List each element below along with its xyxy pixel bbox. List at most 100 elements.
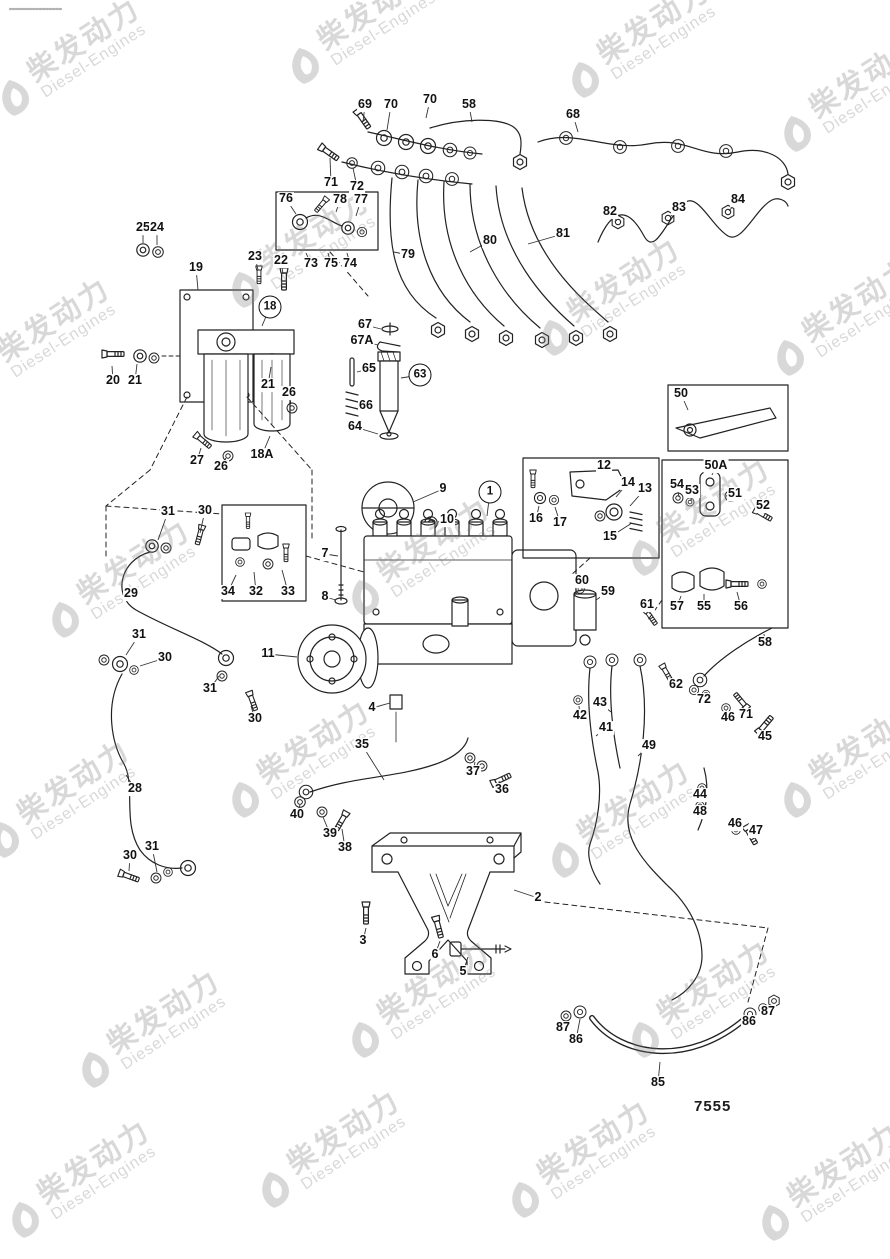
callout-75: 75: [323, 256, 339, 271]
callout-9: 9: [438, 481, 448, 496]
callout-41: 41: [598, 720, 614, 735]
callout-30: 30: [157, 650, 173, 665]
callout-83: 83: [671, 200, 687, 215]
callout-46: 46: [727, 816, 743, 831]
callout-30: 30: [197, 503, 213, 518]
callout-67: 67: [357, 317, 373, 332]
callout-40: 40: [289, 807, 305, 822]
callout-50A: 50A: [703, 458, 729, 473]
callout-25: 25: [135, 220, 151, 235]
callout-8: 8: [320, 589, 330, 604]
callout-47: 47: [748, 823, 764, 838]
callout-86: 86: [741, 1014, 757, 1029]
callout-26: 26: [281, 385, 297, 400]
callout-39: 39: [322, 826, 338, 841]
callout-79: 79: [400, 247, 416, 262]
callout-7: 7: [320, 546, 330, 561]
callout-72: 72: [349, 179, 365, 194]
callout-11: 11: [260, 646, 276, 661]
callout-63: 63: [408, 363, 432, 387]
callout-1: 1: [478, 480, 502, 504]
callout-50: 50: [673, 386, 689, 401]
callout-80: 80: [482, 233, 498, 248]
callout-21: 21: [127, 373, 143, 388]
callout-56: 56: [733, 599, 749, 614]
callout-13: 13: [637, 481, 653, 496]
callout-74: 74: [342, 256, 358, 271]
callout-85: 85: [650, 1075, 666, 1090]
callout-60: 60: [574, 573, 590, 588]
callout-58: 58: [757, 635, 773, 650]
callout-57: 57: [669, 599, 685, 614]
callout-42: 42: [572, 708, 588, 723]
callout-58: 58: [461, 97, 477, 112]
callout-12: 12: [596, 458, 612, 473]
callout-46: 46: [720, 710, 736, 725]
callout-31: 31: [131, 627, 147, 642]
callout-62: 62: [668, 677, 684, 692]
callout-45: 45: [757, 729, 773, 744]
callout-31: 31: [202, 681, 218, 696]
callout-71: 71: [738, 707, 754, 722]
callout-61: 61: [639, 597, 655, 612]
callout-36: 36: [494, 782, 510, 797]
callout-87: 87: [760, 1004, 776, 1019]
callout-78: 78: [332, 192, 348, 207]
callout-55: 55: [696, 599, 712, 614]
callout-35: 35: [354, 737, 370, 752]
callout-82: 82: [602, 204, 618, 219]
callout-86: 86: [568, 1032, 584, 1047]
callout-52: 52: [755, 498, 771, 513]
callout-77: 77: [353, 192, 369, 207]
callout-72: 72: [696, 692, 712, 707]
callout-19: 19: [188, 260, 204, 275]
callout-6: 6: [430, 947, 440, 962]
callout-27: 27: [189, 453, 205, 468]
callout-18: 18: [258, 295, 282, 319]
callout-18A: 18A: [249, 447, 275, 462]
callout-16: 16: [528, 511, 544, 526]
callout-33: 33: [280, 584, 296, 599]
callout-44: 44: [692, 787, 708, 802]
callout-69: 69: [357, 97, 373, 112]
callout-5: 5: [458, 964, 468, 979]
callout-3: 3: [358, 933, 368, 948]
callout-53: 53: [684, 483, 700, 498]
callout-29: 29: [123, 586, 139, 601]
callout-59: 59: [600, 584, 616, 599]
callout-23: 23: [247, 249, 263, 264]
callout-68: 68: [565, 107, 581, 122]
drawing-number: 7555: [694, 1098, 732, 1115]
callout-14: 14: [620, 475, 636, 490]
callout-49: 49: [641, 738, 657, 753]
callout-87: 87: [555, 1020, 571, 1035]
callout-28: 28: [127, 781, 143, 796]
callout-2: 2: [533, 890, 543, 905]
callout-64: 64: [347, 419, 363, 434]
callout-31: 31: [160, 504, 176, 519]
callout-37: 37: [465, 764, 481, 779]
callout-15: 15: [602, 529, 618, 544]
callout-84: 84: [730, 192, 746, 207]
callout-24: 24: [149, 220, 165, 235]
callout-21: 21: [260, 377, 276, 392]
callout-71: 71: [323, 175, 339, 190]
callout-70: 70: [383, 97, 399, 112]
callout-51: 51: [727, 486, 743, 501]
callout-17: 17: [552, 515, 568, 530]
callout-48: 48: [692, 804, 708, 819]
callout-81: 81: [555, 226, 571, 241]
callout-43: 43: [592, 695, 608, 710]
callout-67A: 67A: [349, 333, 375, 348]
callout-54: 54: [669, 477, 685, 492]
callout-70: 70: [422, 92, 438, 107]
callout-10: 10: [439, 512, 455, 527]
callout-76: 76: [278, 191, 294, 206]
callout-65: 65: [361, 361, 377, 376]
callout-4: 4: [367, 700, 377, 715]
callout-30: 30: [247, 711, 263, 726]
callout-34: 34: [220, 584, 236, 599]
